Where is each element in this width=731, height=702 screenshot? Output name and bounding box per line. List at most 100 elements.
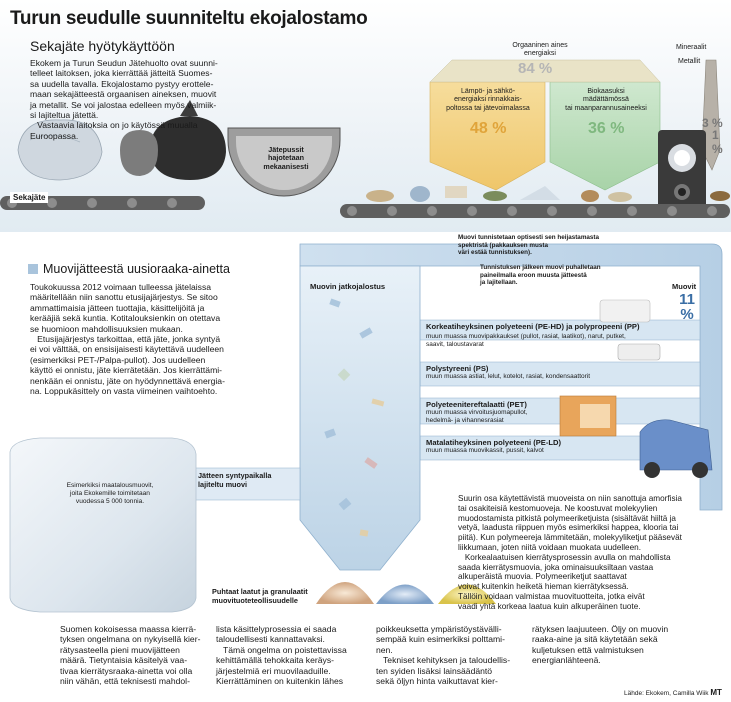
intro-line: si lajiteltua jätettä.	[30, 110, 99, 121]
processing-title: Muovin jatkojalostus	[310, 282, 386, 291]
energy-label: Lämpö- ja sähkö- energiaksi rinnakkais- …	[432, 88, 544, 113]
category-desc: muun muassa muovikassit, pussit, kalvot	[426, 447, 544, 454]
energy-label-line: Lämpö- ja sähkö-	[460, 88, 516, 95]
body-line: määritellään niin sanottu etusijajärjest…	[30, 292, 218, 303]
output-line: Puhtaat laatut ja granulaatit	[212, 587, 308, 596]
column-line: Suomen kokoisessa maassa kierrä-	[60, 624, 197, 634]
category-pehd-pp-desc: muun muassa muovipakkaukset (pullot, ras…	[426, 333, 626, 349]
category-desc: muun muassa virvoitusjuomapullot,	[426, 409, 528, 416]
sekajate-label: Sekajäte	[10, 192, 49, 203]
optical-line: spektristä (pakkauksen musta	[458, 241, 548, 249]
optical-line: Muovi tunnistetaan optisesti sen heijast…	[458, 234, 600, 241]
output-label: Puhtaat laatut ja granulaatit muovituote…	[212, 587, 308, 605]
biogas-label-line: tai maanparannusaineeksi	[565, 104, 647, 112]
energy-percent: 48 %	[470, 120, 507, 137]
bale-line: joita Ekokemille toimitetaan	[70, 490, 150, 497]
granulate-piles	[316, 582, 496, 604]
body-line: se huomioon mahdollisuuksien mukaan.	[30, 323, 183, 334]
explainer-line: tai osakiteisiä kestomuoveja. Ne koostuv…	[458, 503, 658, 513]
column-line: taloudellisesti kannattavaksi.	[216, 634, 325, 645]
organic-label-line: Orgaaninen aines	[512, 42, 568, 49]
explainer-line: piitä). Kun polymeereja lämmitetään, mol…	[458, 533, 682, 543]
category-title: Korkeatiheyksinen polyeteeni (PE-HD) ja …	[426, 322, 640, 331]
crusher-label: Jätepussit hajotetaan mekaanisesti	[256, 145, 316, 171]
column-line: järjestelmiä eri muovilaaduille.	[216, 665, 331, 676]
category-pet: Polyeteenitereftalaatti (PET) muun muass…	[426, 400, 576, 425]
category-pehd-pp: Korkeatiheyksinen polyeteeni (PE-HD) ja …	[426, 322, 696, 331]
intro-line: telleet laitoksen, joka kierrättää jätte…	[30, 68, 213, 79]
column-line: sekä öljyn hinta vaikuttavat kier-	[376, 676, 498, 687]
column-line: niin vähän, että teknisesti mahdol-	[60, 676, 190, 687]
column-line: raaka-aine ja sitä käytetään sekä	[532, 634, 658, 645]
minerals-label: Mineraalit	[676, 44, 707, 51]
body-line: nenkään ei onnistu, jäte on hyödynnettäv…	[30, 375, 225, 386]
category-desc: saavit, taloustavarat	[426, 341, 484, 348]
body-line: Etusijajärjestys tarkoittaa, että jäte, …	[30, 334, 221, 345]
category-desc: hedelmä- ja vihannesrasiat	[426, 417, 504, 424]
section2-heading: Muovijätteestä uusioraaka-ainetta	[28, 262, 230, 276]
biogas-label-line: mädättämössä	[583, 96, 629, 104]
section-bullet-icon	[28, 264, 38, 274]
intro-line: Vastaavia laitoksia on jo käytössä muual…	[30, 120, 198, 131]
column-line: tivaa kierrätysraaka-ainetta voi olla	[60, 665, 193, 676]
source-text: Lähde: Ekokem, Camilla Wiik	[624, 690, 709, 697]
body-line: Toukokuussa 2012 voimaan tulleessa jätel…	[30, 282, 212, 292]
output-line: muovituoteteollisuudelle	[212, 595, 298, 605]
minerals-percent: 3 %	[702, 116, 723, 130]
garbage-bags	[17, 100, 226, 181]
organic-percent: 84 %	[518, 60, 553, 77]
column-line: rätyksen laajuuteen. Öljy on muovin	[532, 624, 669, 634]
crusher-drum	[227, 127, 341, 197]
column-line: tyksen ongelmana on nykyisellä kier-	[60, 634, 201, 645]
column-line: Kierrättäminen on kuitenkin lähes	[216, 676, 344, 687]
column-line: sempää kuin esimerkiksi polttami-	[376, 634, 505, 645]
explainer-line: vaadi yhtä korkeaa laatua kuin alkuperäi…	[458, 601, 641, 611]
category-peld: Matalatiheyksinen polyeteeni (PE-LD) muu…	[426, 438, 626, 455]
body-line: kerääjiä sekä kuntia. Kotitalouksienkin …	[30, 313, 221, 324]
column-line: lista käsittelyprosessia ei saada	[216, 624, 337, 634]
bottom-column-3: poikkeuksetta ympäristöystävälli- sempää…	[376, 624, 536, 686]
intro-line: sa uudella tavalla. Ekojalostamo pystyy …	[30, 78, 214, 89]
category-desc: muun muassa astiat, lelut, kotelot, rasi…	[426, 373, 591, 380]
air-line: paineilmalla eroon muusta jätteestä	[480, 271, 587, 279]
body-line: ei voi välttää, on ensisijaisesti käytet…	[30, 344, 224, 355]
intro-line: maan sekajätteestä orgaanisen aineksen, …	[30, 89, 217, 100]
column-line: ten syiden lisäksi lainsäädäntö	[376, 665, 493, 676]
section2-body: Toukokuussa 2012 voimaan tulleessa jätel…	[30, 282, 270, 396]
presorted-plastic-label: Jätteen syntypaikalla lajiteltu muovi	[198, 471, 271, 489]
body-line: na. Loppukäsittely on vasta viimeinen va…	[30, 386, 218, 397]
explainer-line: alkuperäistä muovia. Polymeeriketjut saa…	[458, 572, 627, 582]
explainer-line: Suurin osa käytettävistä muoveista on ni…	[458, 494, 682, 503]
publisher-tag: MT	[710, 688, 722, 697]
explainer-line: saada kierrätysmuovia, joka ominaisuuksi…	[458, 562, 654, 572]
metals-label: Metallit	[678, 58, 701, 65]
crusher-label-line: Jätepussit	[268, 145, 304, 154]
polymer-explainer: Suurin osa käytettävistä muoveista on ni…	[458, 494, 724, 612]
section2-heading-text: Muovijätteestä uusioraaka-ainetta	[43, 262, 230, 276]
optical-sorter	[658, 130, 706, 208]
crusher-label-line: hajotetaan	[268, 153, 304, 163]
source-credit: Lähde: Ekokem, Camilla Wiik MT	[624, 688, 722, 697]
organic-label: Orgaaninen aines energiaksi	[480, 42, 600, 59]
plastics-percent: 11 %	[679, 291, 695, 323]
intro-line: Ekokem ja Turun Seudun Jätehuolto ovat s…	[30, 58, 218, 68]
intro-line: Euroopassa.	[30, 130, 79, 141]
explainer-line: vetyä, laadusta riippuen myös esimerkiks…	[458, 523, 679, 533]
organic-label-line: energiaksi	[524, 50, 556, 58]
column-line: kehittämällä tehokkaita keräys-	[216, 655, 334, 666]
column-line: määrä. Tietyntaisia käsitelyä vaa-	[60, 655, 188, 666]
column-line: rätysasteella pieni muovijätteen	[60, 644, 180, 655]
product-illustrations	[559, 299, 713, 478]
conveyor-belt-right	[340, 204, 730, 218]
crusher-label-line: mekaanisesti	[263, 161, 309, 171]
energy-label-line: poltossa tai jätevoimalassa	[446, 104, 530, 112]
bale-line: Esimerkiksi maatalousmuovit,	[66, 482, 154, 489]
plastics-label: Muovit	[672, 282, 697, 291]
category-desc: muun muassa muovipakkaukset (pullot, ras…	[426, 333, 626, 340]
processing-funnel	[189, 265, 421, 571]
optical-line: väri estää tunnistuksen).	[458, 249, 532, 257]
intro-line: ja metallit. Se voi jalostaa edelleen my…	[30, 99, 217, 110]
explainer-line: muodostamista pitkistä polymeeriketjuist…	[458, 513, 676, 523]
bale-note: Esimerkiksi maatalousmuovit, joita Ekoke…	[30, 482, 190, 506]
